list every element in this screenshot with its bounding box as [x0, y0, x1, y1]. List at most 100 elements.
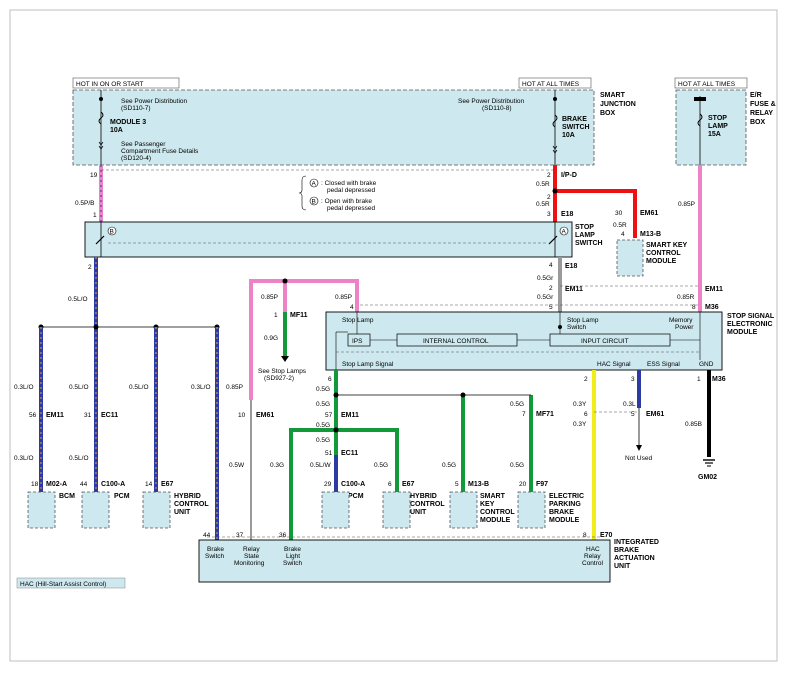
legend-b-line2: pedal depressed	[327, 205, 375, 212]
ibau-title-3: ACTUATION	[614, 555, 655, 562]
skm-top-3: MODULE	[646, 258, 677, 265]
wire-085p-c: 0.85P	[335, 294, 352, 301]
hot-on-start-label: HOT IN ON OR START	[76, 81, 144, 88]
ll-w03lo-2: 0.3L/O	[191, 384, 211, 391]
splice-pink	[282, 278, 288, 284]
conn-m13b-top: M13-B	[640, 231, 661, 238]
lr-w03y-2: 0.3Y	[573, 421, 587, 428]
ibau-relay-3: Monitoring	[234, 560, 265, 567]
sjb-left-ref1: See Power Distribution	[121, 98, 187, 105]
lc-pin-6: 6	[328, 376, 332, 383]
ll-hybrid-3: UNIT	[174, 509, 191, 516]
wire-085r: 0.85R	[677, 294, 695, 301]
sjb-left-ref2: See Passenger	[121, 141, 166, 148]
legend-b-icon	[309, 196, 319, 206]
ll-pin-31: 31	[84, 412, 92, 419]
lc-w05g-5: 0.5G	[374, 462, 388, 469]
hot-all-times-label-2: HOT AT ALL TIMES	[678, 81, 736, 88]
sjb-left-ref2b: Compartment Fuse Details	[121, 148, 199, 155]
lr-w03l: 0.3L	[623, 401, 636, 408]
sjb-left-ref1b: (SD110-7)	[121, 105, 151, 112]
ibau-pin-37: 37	[236, 532, 244, 539]
ips-label: IPS	[352, 338, 363, 345]
legend-b-line1: : Open with brake	[321, 198, 372, 205]
pin-4-c: 4	[350, 304, 354, 311]
sjb-right-connector-icon	[552, 145, 558, 154]
ll-w085p: 0.85P	[226, 384, 243, 391]
sse-stop-lamp-signal: Stop Lamp Signal	[342, 361, 394, 368]
ibau-relay-2: State	[244, 553, 260, 560]
stop-lamp-switch-box	[84, 221, 573, 258]
lc-mf71: MF71	[536, 411, 554, 418]
lc-w05g-4: 0.5G	[316, 437, 330, 444]
ibau-bls-3: Switch	[283, 560, 303, 567]
ll-bcm: BCM	[59, 493, 75, 500]
see-stop-lamps: See Stop Lamps	[258, 368, 307, 375]
ibau-title-2: BRAKE	[614, 547, 639, 554]
hcu-box-left	[142, 491, 171, 529]
ll-pcm: PCM	[114, 493, 130, 500]
ll-hybrid-2: CONTROL	[174, 501, 209, 508]
lc-pin-6b: 6	[388, 481, 392, 488]
lr-not-used: Not Used	[625, 455, 652, 462]
sjb-right-node	[553, 97, 557, 101]
pin-2-b: 2	[547, 194, 551, 201]
hot-on-start-box	[72, 77, 180, 89]
lc-sk-4: MODULE	[480, 517, 511, 524]
splice-bus-2	[93, 324, 99, 330]
lc-hybrid-2: CONTROL	[410, 501, 445, 508]
lr-pin-2: 2	[584, 376, 588, 383]
ll-pin-10: 10	[238, 412, 246, 419]
er-fuse-box	[675, 89, 747, 166]
lc-ep-4: MODULE	[549, 517, 580, 524]
arrow-down-icon	[281, 356, 289, 362]
hot-all-times-box-1	[518, 77, 592, 89]
sse-title-3: MODULE	[727, 329, 758, 336]
ibau-box	[198, 539, 611, 583]
pin-2-ipd: 2	[547, 172, 551, 179]
wire-05gr-a: 0.5Gr	[537, 275, 554, 282]
lr-w085b: 0.85B	[685, 421, 702, 428]
hac-note-box	[16, 577, 126, 589]
pin-1: 1	[93, 212, 97, 219]
brake-switch-fuse-amp: 10A	[562, 132, 575, 139]
pin-5-m36: 5	[549, 304, 553, 311]
splice-red	[552, 188, 558, 194]
wire-05r-branch	[555, 189, 637, 222]
lr-w03y-1: 0.3Y	[573, 401, 587, 408]
ibau-pin-36: 36	[279, 532, 287, 539]
ll-e67: E67	[161, 481, 174, 488]
sse-sls-1: Stop Lamp	[567, 317, 599, 324]
ll-m02a: M02-A	[46, 481, 67, 488]
sls-title-2: LAMP	[575, 232, 595, 239]
lc-m13b: M13-B	[468, 481, 489, 488]
brake-switch-fuse-1: BRAKE	[562, 116, 587, 123]
module3-name: MODULE 3	[110, 119, 146, 126]
wire-05lo: 0.5L/O	[68, 296, 88, 303]
sls-marker-b-icon	[107, 226, 117, 236]
sse-memory-1: Memory	[669, 317, 693, 324]
sse-title-2: ELECTRONIC	[727, 321, 773, 328]
legend-a-letter: A	[312, 181, 317, 188]
lc-em11: EM11	[341, 412, 359, 419]
lc-w05g-1: 0.5G	[316, 386, 330, 393]
lc-hybrid-3: UNIT	[410, 509, 427, 516]
lr-pin-1: 1	[697, 376, 701, 383]
splice-green-3	[333, 427, 339, 433]
lc-c100a: C100-A	[341, 481, 365, 488]
sse-memory-2: Power	[675, 324, 694, 331]
lc-ec11: EC11	[341, 450, 358, 457]
conn-e18-top: E18	[561, 211, 574, 218]
lc-w05g-7: 0.5G	[510, 401, 524, 408]
ibau-bls-1: Brake	[284, 546, 301, 553]
sse-hac-signal: HAC Signal	[597, 361, 631, 368]
wire-085p-loop	[249, 279, 359, 400]
hot-all-times-label-1: HOT AT ALL TIMES	[522, 81, 580, 88]
hac-note: HAC (Hill-Start Assist Control)	[20, 581, 106, 588]
stop-lamp-fuse-amp: 15A	[708, 131, 721, 138]
ll-w03lo-3: 0.3L/O	[14, 455, 34, 462]
sls-marker-b: B	[110, 229, 114, 236]
ibau-hac-2: Relay	[584, 553, 601, 560]
